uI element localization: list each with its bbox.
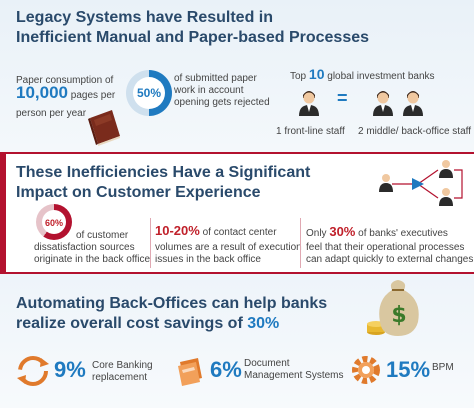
item1-line1: Core Banking <box>92 360 153 371</box>
stat3-value: 30% <box>329 224 356 239</box>
gear-icon <box>352 356 380 384</box>
person-icon <box>299 91 319 116</box>
section3-title-line1: Automating Back-Offices can help banks <box>16 295 328 312</box>
section2-title-line1: These Inefficiencies Have a Significant <box>16 164 311 181</box>
donut-50-value: 50% <box>136 86 162 100</box>
section1-title-line1: Legacy Systems have Resulted in <box>16 9 273 26</box>
book-icon <box>88 110 120 146</box>
stat2-value: 10-20% <box>155 223 200 238</box>
paper-line2: 10,000 pages per <box>16 84 116 102</box>
item2-value: 6% <box>210 357 242 382</box>
stat3-line3: can adapt quickly to external changes <box>306 254 474 265</box>
banks-left-label: 1 front-line staff <box>276 126 345 137</box>
stat3-suffix: of banks' executives <box>355 228 448 239</box>
section-legacy-systems <box>0 0 474 152</box>
section3-title-prefix: realize overall cost savings of <box>16 315 248 332</box>
banks-heading: Top 10 global investment banks <box>290 66 435 83</box>
stat-divider <box>300 218 301 268</box>
money-bag-icon: $ <box>367 280 419 336</box>
section1-title-line2: Inefficient Manual and Paper-based Proce… <box>16 29 370 46</box>
item3-line1: BPM <box>432 362 454 373</box>
donut-line1: of submitted paper <box>174 73 257 84</box>
arrows-icon <box>17 356 49 386</box>
banks-prefix: Top <box>290 71 309 82</box>
equals-sign: = <box>337 88 348 108</box>
section3-title-value: 30% <box>247 315 280 332</box>
banks-suffix: global investment banks <box>324 71 435 82</box>
divider-bottom <box>0 272 474 274</box>
stat2-line1: 10-20% of contact center <box>155 223 277 239</box>
section2-title-line2: Impact on Customer Experience <box>16 184 261 201</box>
stat1-line2: dissatisfaction sources <box>34 242 135 253</box>
paper-line3: person per year <box>16 108 87 119</box>
stat1-line3: originate in the back office <box>34 254 151 265</box>
stat2-line3: issues in the back office <box>155 254 261 265</box>
donut-line2: work in account <box>174 85 244 96</box>
item3-value: 15% <box>386 357 431 382</box>
document-stack-icon <box>178 358 202 386</box>
stat3-line1: Only 30% of banks' executives <box>306 224 448 240</box>
paper-line1: Paper consumption of <box>16 75 114 86</box>
donut-line3: opening gets rejected <box>174 97 270 108</box>
paper-suffix: pages per <box>68 90 116 101</box>
donut-50-hole <box>133 77 165 109</box>
banks-right-label: 2 middle/ back-office staff <box>358 126 472 137</box>
stat1-line1: of customer <box>76 230 129 241</box>
accent-bar <box>0 152 6 274</box>
stat-divider <box>150 218 151 268</box>
item2-line2: Management Systems <box>244 370 344 381</box>
paper-number: 10,000 <box>16 83 68 102</box>
svg-text:$: $ <box>391 303 406 328</box>
item1-line2: replacement <box>92 372 148 383</box>
divider-top <box>0 152 474 154</box>
donut-60-hole <box>42 210 66 234</box>
section-customer-impact <box>0 152 474 274</box>
section3-title-line2: realize overall cost savings of 30% <box>16 314 279 333</box>
banks-number: 10 <box>308 66 325 82</box>
stat2-line2: volumes are a result of execution <box>155 242 302 253</box>
item2-line1: Document <box>244 358 290 369</box>
stat2-suffix: of contact center <box>199 227 277 238</box>
donut-60-value: 60% <box>44 218 63 228</box>
person-icon <box>373 91 393 116</box>
stat3-line2: feel that their operational processes <box>306 242 465 253</box>
item1-value: 9% <box>54 357 86 382</box>
network-diagram-icon <box>379 160 463 206</box>
person-icon <box>403 91 423 116</box>
stat3-prefix: Only <box>306 228 330 239</box>
